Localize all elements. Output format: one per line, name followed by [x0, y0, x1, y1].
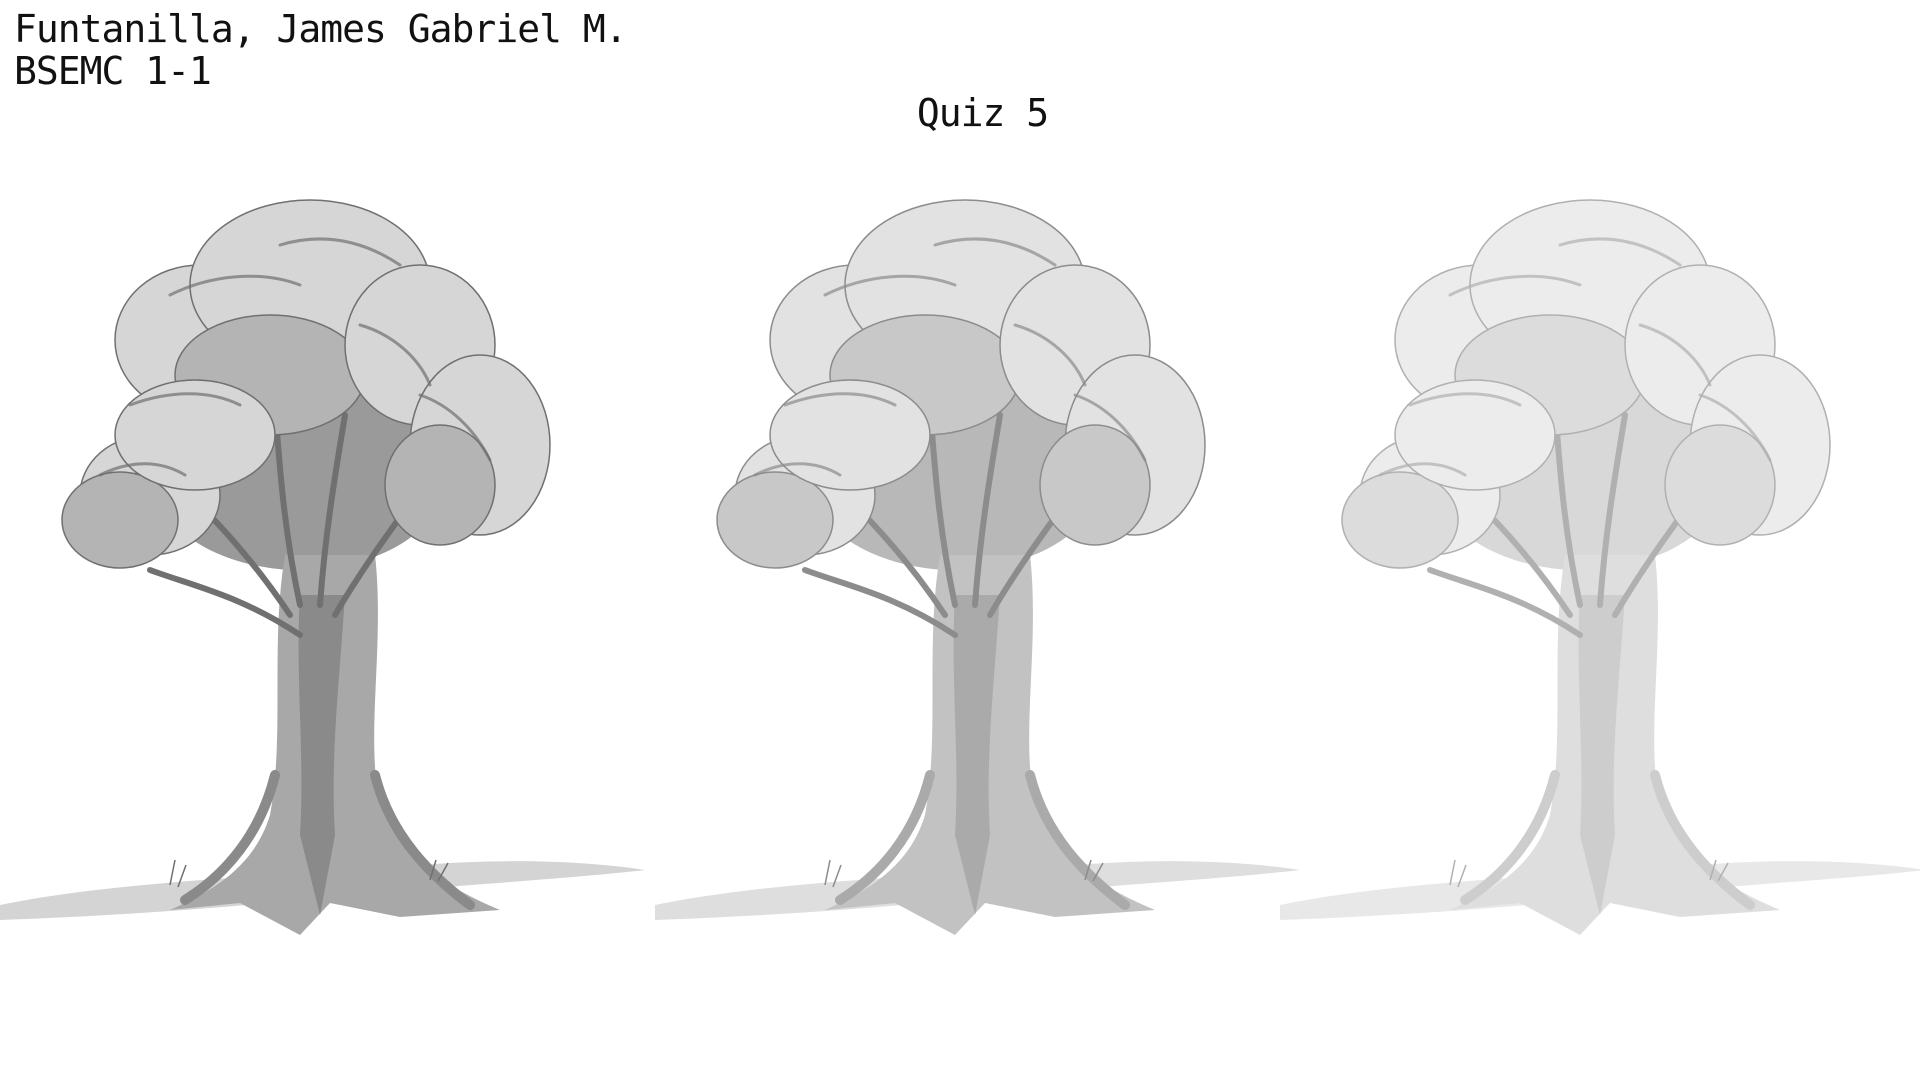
- student-name: Funtanilla, James Gabriel M.: [14, 7, 628, 51]
- tree-drawing-light-icon: [1280, 175, 1920, 955]
- tree-drawing-dark-icon: [0, 175, 650, 955]
- tree-drawing-medium-icon: [655, 175, 1305, 955]
- page-title: Quiz 5: [916, 91, 1049, 135]
- student-info: Funtanilla, James Gabriel M. BSEMC 1-1: [14, 7, 628, 93]
- student-section: BSEMC 1-1: [14, 49, 212, 93]
